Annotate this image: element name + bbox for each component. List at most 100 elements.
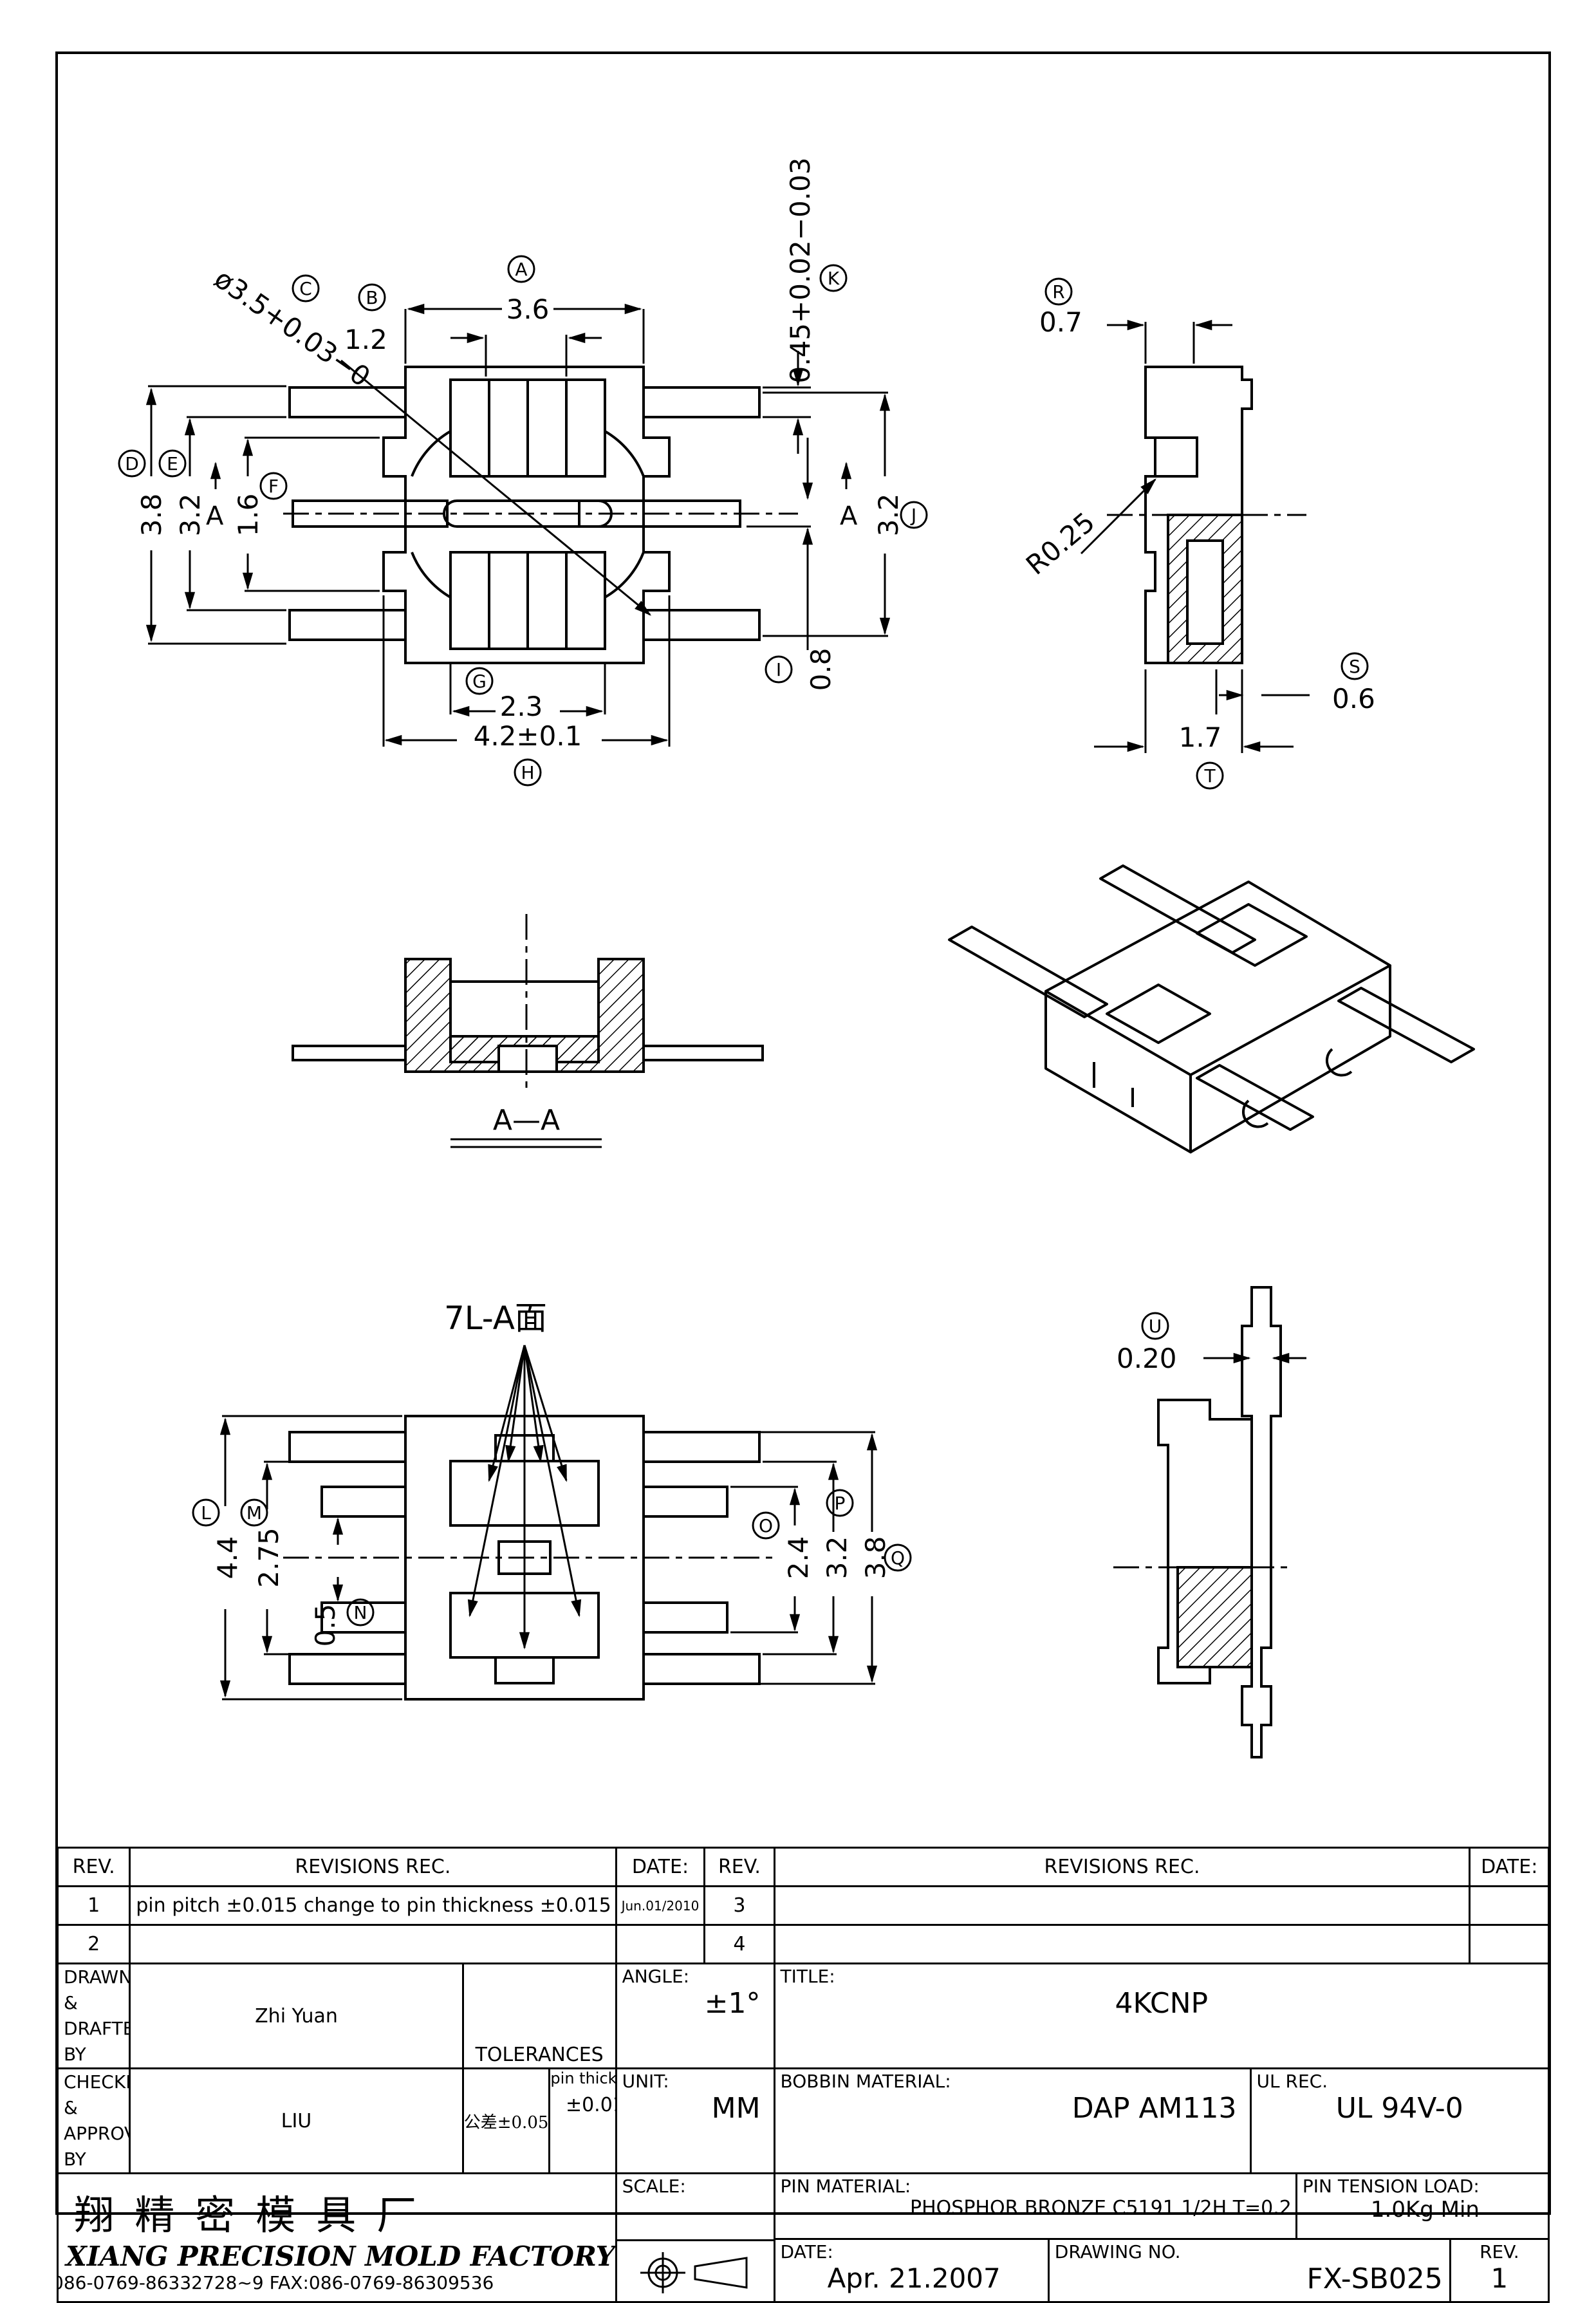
svg-text:R0.25: R0.25 <box>1020 506 1100 581</box>
svg-text:Q: Q <box>891 1547 905 1569</box>
rev-row-4-text <box>774 1925 1470 1964</box>
svg-text:E: E <box>167 453 178 474</box>
bobbin-value: DAP AM113 <box>781 2092 1245 2125</box>
company-name-cn: 富翔精密模具厂 <box>58 2183 615 2241</box>
svg-text:0.20: 0.20 <box>1117 1343 1177 1374</box>
svg-text:3.8: 3.8 <box>860 1536 891 1580</box>
rev-value: 1 <box>1451 2262 1548 2294</box>
rev-header-right: REV. <box>705 1848 774 1887</box>
pin-tension-value: 1.0Kg Min <box>1303 2197 1548 2223</box>
top-view-labels: 3.6 1.2 2.3 4.2±0.1 3.8 3.2 1.6 3.2 0.8 … <box>119 158 927 785</box>
pin-side-labels: 0.20 U <box>1117 1313 1177 1374</box>
svg-text:I: I <box>776 659 781 680</box>
title-cell: TITLE: 4KCNP <box>774 1964 1548 2069</box>
svg-text:A: A <box>515 259 527 280</box>
rev-header-left: REV. <box>58 1848 130 1887</box>
rev-row-3-text <box>774 1887 1470 1925</box>
svg-text:D: D <box>125 453 139 474</box>
svg-text:T: T <box>1203 765 1216 787</box>
svg-text:C: C <box>299 278 312 299</box>
approved-by: LIU <box>130 2069 463 2174</box>
unit-value: MM <box>622 2092 768 2125</box>
projection-symbol-icon <box>637 2250 753 2295</box>
rev-row-4-date <box>1470 1925 1549 1964</box>
svg-text:0.7: 0.7 <box>1039 306 1082 338</box>
svg-text:0.6: 0.6 <box>1332 683 1375 714</box>
pin-tension-label: PIN TENSION LOAD: <box>1303 2176 1548 2197</box>
tolerance-pin-value: ±0.015 <box>550 2094 616 2116</box>
drawing-no-label: DRAWING NO. <box>1055 2241 1449 2262</box>
svg-text:A: A <box>840 501 858 531</box>
pin-upper-left <box>290 387 405 417</box>
svg-text:B: B <box>366 287 378 308</box>
unit-label: UNIT: <box>622 2071 768 2092</box>
rev-label: REV. <box>1451 2241 1548 2262</box>
drawn-by: Zhi Yuan <box>130 1964 463 2069</box>
drawing-no-value: FX-SB025 <box>1055 2262 1449 2295</box>
bobbin-label: BOBBIN MATERIAL: <box>781 2071 1245 2092</box>
angle-label: ANGLE: <box>622 1966 768 1987</box>
tolerance-cell: 公差±0.05 pin thickness ±0.015 <box>463 2069 616 2174</box>
angle-cell: ANGLE: ±1° <box>616 1964 774 2069</box>
top-view <box>290 367 759 663</box>
svg-text:3.2: 3.2 <box>821 1536 853 1580</box>
isometric-view <box>949 866 1474 1152</box>
rev-row-1-number: 1 <box>58 1887 130 1925</box>
drawn-label: DRAWN & DRAFTED BY <box>58 1964 130 2069</box>
svg-text:0.5: 0.5 <box>310 1604 341 1647</box>
section-view <box>293 959 763 1072</box>
svg-text:H: H <box>521 762 534 783</box>
rev-row-2-date <box>616 1925 705 1964</box>
svg-text:2.3: 2.3 <box>500 691 543 722</box>
scale-label: SCALE: <box>622 2176 774 2197</box>
rev-row-2-text <box>130 1925 616 1964</box>
angle-value: ±1° <box>622 1987 768 2020</box>
details-cell: PIN MATERIAL: PHOSPHOR BRONZE C5191 1/2H… <box>774 2174 1548 2302</box>
date-label: DATE: <box>781 2241 1048 2262</box>
svg-text:1.6: 1.6 <box>232 494 264 537</box>
svg-text:F: F <box>268 476 279 497</box>
svg-text:A: A <box>206 501 224 531</box>
pin-lower-left <box>290 610 405 640</box>
svg-text:K: K <box>828 268 840 289</box>
svg-text:2.75: 2.75 <box>253 1527 284 1588</box>
svg-text:3.6: 3.6 <box>506 294 550 325</box>
svg-text:3.2: 3.2 <box>873 494 904 537</box>
pin-lower-right <box>644 610 759 640</box>
svg-text:S: S <box>1349 656 1360 677</box>
pin-material-value: PHOSPHOR BRONZE C5191 1/2H T=0.2 <box>781 2197 1295 2219</box>
svg-text:7L-A面: 7L-A面 <box>444 1300 547 1337</box>
rev-row-1-date: Jun.01/2010 <box>616 1887 705 1925</box>
svg-text:A—A: A—A <box>493 1104 560 1137</box>
revisions-header-left: REVISIONS REC. <box>130 1848 616 1887</box>
svg-text:4.4: 4.4 <box>212 1536 243 1580</box>
svg-text:U: U <box>1149 1316 1162 1337</box>
ul-cell: UL REC. UL 94V-0 <box>1250 2069 1548 2174</box>
unit-cell: UNIT: MM <box>616 2069 774 2174</box>
title-label: TITLE: <box>781 1966 1543 1987</box>
scale-cell: SCALE: <box>616 2174 774 2302</box>
svg-text:R: R <box>1052 281 1064 303</box>
svg-text:3.2: 3.2 <box>174 494 206 537</box>
svg-text:1.7: 1.7 <box>1179 722 1222 753</box>
company-cell: 富翔精密模具厂 FU XIANG PRECISION MOLD FACTORY … <box>58 2174 617 2302</box>
svg-text:N: N <box>354 1602 367 1623</box>
checked-label: CHECKED & APPROVED BY <box>58 2069 130 2174</box>
svg-text:0.8: 0.8 <box>805 648 837 691</box>
tolerances-label: TOLERANCES <box>463 1964 616 2069</box>
svg-text:0.45+0.02−0.03: 0.45+0.02−0.03 <box>784 158 816 384</box>
rev-row-2-number: 2 <box>58 1925 130 1964</box>
section-label: A—A <box>450 1104 602 1147</box>
company-name-en: FU XIANG PRECISION MOLD FACTORY <box>58 2241 615 2272</box>
title-value: 4KCNP <box>781 1987 1543 2020</box>
date-header-left: DATE: <box>616 1848 705 1887</box>
svg-text:4.2±0.1: 4.2±0.1 <box>474 720 582 752</box>
rev-row-1-text: pin pitch ±0.015 change to pin thickness… <box>130 1887 616 1925</box>
svg-text:O: O <box>759 1515 773 1536</box>
pin-material-label: PIN MATERIAL: <box>781 2176 1295 2197</box>
tolerance-pin-label: pin thickness <box>550 2069 616 2087</box>
title-block: REV. REVISIONS REC. DATE: REV. REVISIONS… <box>57 1847 1550 2214</box>
company-contact: TEL:086-0769-86332728~9 FAX:086-0769-863… <box>58 2272 615 2293</box>
date-header-right: DATE: <box>1470 1848 1549 1887</box>
